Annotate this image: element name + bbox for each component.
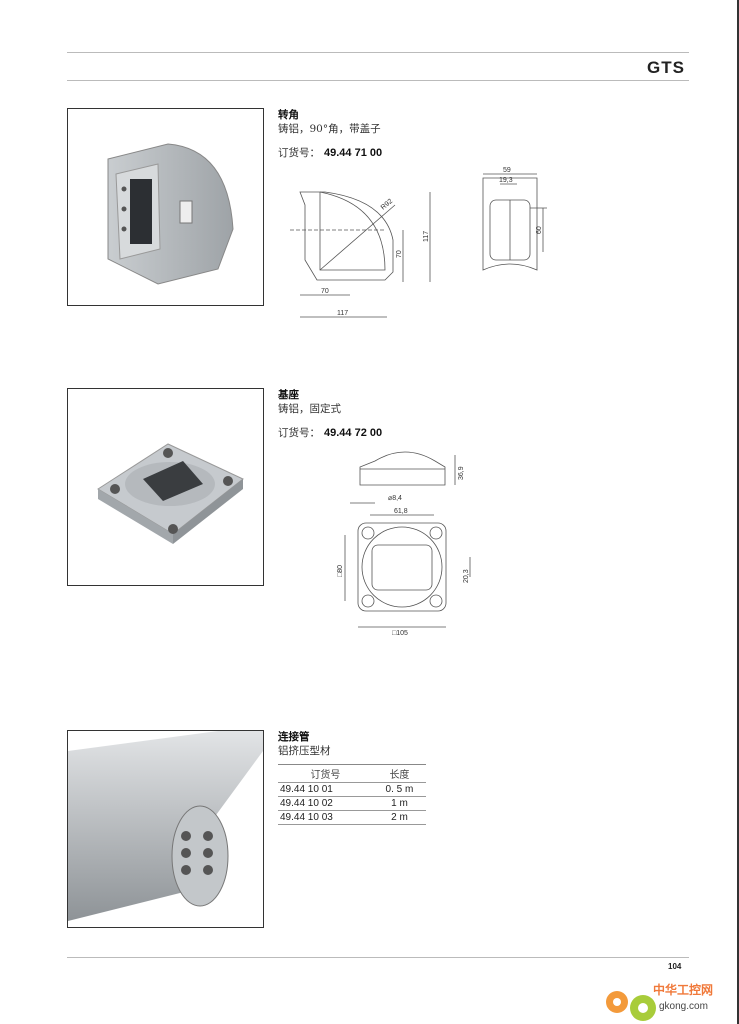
dim-square-105: □105 (392, 630, 408, 637)
tube-photo (67, 730, 264, 928)
dim-square-80: □80 (337, 565, 344, 577)
dim-height: 36,9 (458, 466, 465, 480)
order-number: 49.44 10 02 (278, 796, 373, 811)
order-number: 49.44 10 01 (278, 782, 373, 797)
order-number: 49.44 71 00 (324, 147, 383, 159)
footer-rule (67, 957, 689, 958)
corner-drawing: R92 70 117 70 117 59 19,3 60 (290, 167, 547, 318)
dim-slot: 20,3 (463, 569, 470, 583)
product-desc: 铸铝，固定式 (278, 403, 341, 415)
watermark-logo: 中华工控网 gkong.com (603, 972, 733, 1024)
dim-height-117: 117 (423, 231, 430, 242)
order-number: 49.44 72 00 (324, 427, 383, 439)
dim-side-inner: 19,3 (499, 177, 513, 184)
length: 1 m (372, 796, 426, 811)
col-order-no: 订货号 (278, 764, 373, 783)
length: 0. 5 m (372, 782, 426, 797)
corner-info: 转角 铸铝，90°角，带盖子 订货号： 49.44 71 00 (278, 108, 382, 160)
order-number: 49.44 10 03 (278, 810, 373, 825)
base-info: 基座 铸铝，固定式 订货号： 49.44 72 00 (278, 388, 382, 440)
dim-inner: 61,8 (394, 508, 408, 515)
dim-side-height: 60 (536, 226, 543, 234)
length: 2 m (372, 810, 426, 825)
base-drawing: 36,9 ⌀8,4 61,8 □80 20,3 □105 (337, 451, 471, 637)
tube-info: 连接管 铝挤压型材 (278, 730, 331, 758)
corner-photo (67, 108, 264, 306)
dim-height-70: 70 (396, 250, 403, 258)
header-rule-bottom (67, 80, 689, 81)
order-label: 订货号： (278, 147, 320, 159)
order-label: 订货号： (278, 427, 320, 439)
page-title: GTS (647, 58, 685, 77)
corner-image (107, 143, 234, 285)
product-name: 基座 (278, 389, 299, 401)
col-length: 长度 (372, 764, 426, 783)
base-photo (67, 388, 264, 586)
product-name: 连接管 (278, 731, 310, 743)
dim-side-width: 59 (503, 167, 511, 174)
dim-width-70: 70 (321, 288, 329, 295)
product-name: 转角 (278, 109, 299, 121)
tube-image (68, 731, 263, 921)
base-image (97, 443, 244, 544)
dim-width-117: 117 (337, 310, 348, 317)
watermark-text: 中华工控网 (653, 982, 713, 997)
dim-radius: R92 (380, 198, 394, 212)
watermark-url: gkong.com (659, 1001, 708, 1012)
product-desc: 铸铝，90°角，带盖子 (278, 123, 381, 135)
product-desc: 铝挤压型材 (278, 745, 331, 757)
page-number: 104 (668, 962, 682, 971)
dim-hole: ⌀8,4 (388, 495, 402, 502)
header-rule-top (67, 52, 689, 53)
